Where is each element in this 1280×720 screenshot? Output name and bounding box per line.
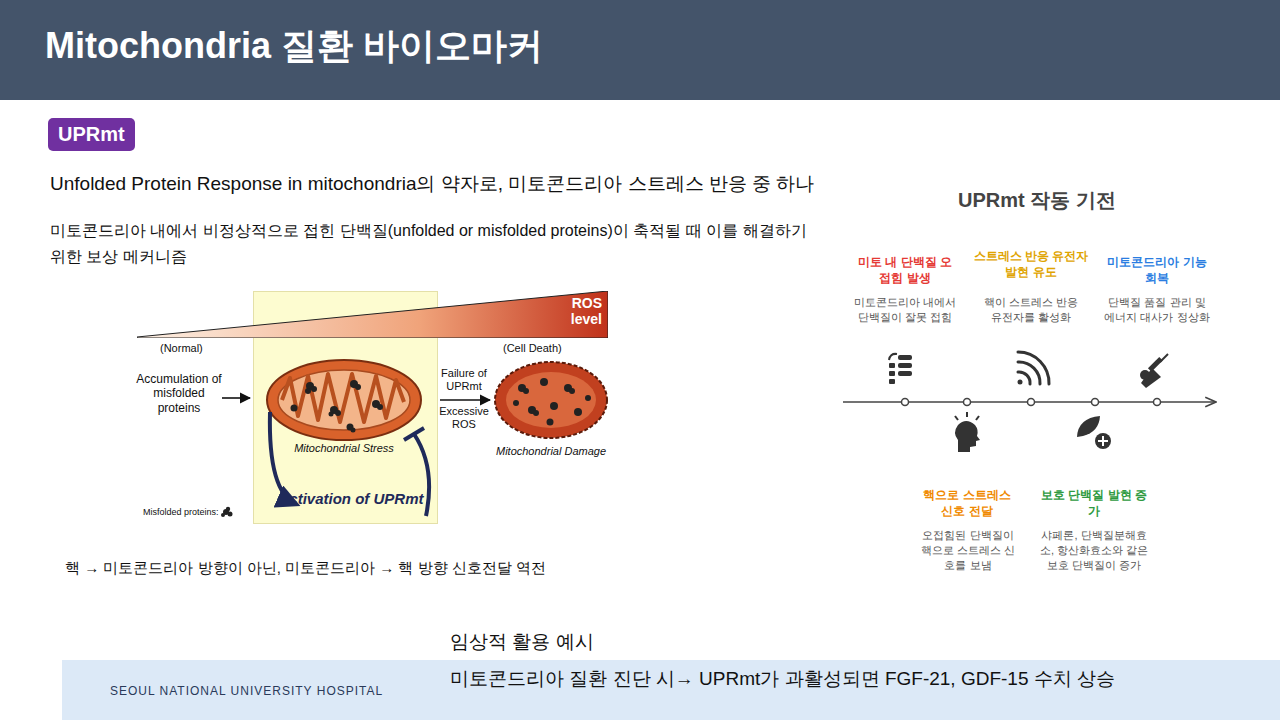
label-text: Excessive ROS (437, 405, 491, 430)
label-text: 오접힘된 단백질이 핵으로 스트레스 신호를 보냄 (918, 528, 1018, 573)
node-text: Mitochondrial Damage (486, 444, 616, 459)
label-text: 샤페론, 단백질분해효소, 항산화효소와 같은 보호 단백질이 증가 (1038, 528, 1150, 573)
label-text: 핵으로 스트레스 신호 전달 (917, 488, 1017, 519)
node-text: UPRmt (58, 123, 125, 146)
node-text: Activation of UPRmt (276, 489, 426, 509)
label-text: 임상적 활용 예시 (450, 629, 594, 655)
slide-title: Mitochondria 질환 바이오마커 (45, 22, 543, 71)
connector-arrow (440, 399, 490, 401)
label-text: 스트레스 반응 유전자 발현 유도 (971, 249, 1091, 280)
damaged-mitochondrion (492, 358, 610, 442)
label-text: Failure of UPRmt (437, 367, 491, 392)
label-text: 미토콘드리아 기능 회복 (1100, 255, 1214, 286)
footer-band: SEOUL NATIONAL UNIVERSITY HOSPITAL 미토콘드리아… (62, 660, 1280, 720)
label-text: 미토 내 단백질 오접힘 발생 (855, 255, 955, 286)
label-text: Accumulation of misfolded proteins (136, 372, 222, 415)
ros-wedge (137, 291, 608, 338)
label-text: Unfolded Protein Response in mitochondri… (50, 171, 814, 197)
label-text: 핵이 스트레스 반응 유전자를 활성화 (978, 295, 1084, 325)
label-text: 보호 단백질 발현 증가 (1040, 488, 1148, 519)
label-text: 미토콘드리아 내에서 단백질이 잘못 접힘 (852, 295, 958, 325)
damage-node: Mitochondrial Damage (492, 358, 620, 462)
node-text: SEOUL NATIONAL UNIVERSITY HOSPITAL (110, 683, 383, 699)
label-text: UPRmt 작동 기전 (958, 187, 1116, 214)
ros-wedge: ROS level (137, 291, 608, 338)
label-text: (Cell Death) (503, 341, 562, 356)
label-text: 핵 → 미토콘드리아 방향이 아닌, 미토콘드리아 → 핵 방향 신호전달 역전 (65, 558, 546, 578)
label-text: Misfolded proteins: (143, 506, 219, 518)
node-text: ROS level (542, 295, 602, 327)
label-text: 미토콘드리아 내에서 비정상적으로 접힌 단백질(unfolded or mis… (50, 218, 820, 270)
label-text: (Normal) (160, 341, 203, 356)
node-text: Mitochondrial Stress (254, 441, 434, 456)
tag-box: UPRmt (48, 118, 135, 151)
node-text: 미토콘드리아 질환 진단 시→ UPRmt가 과활성되면 FGF-21, GDF… (450, 666, 1115, 692)
label-text: 단백질 품질 관리 및 에너지 대사가 정상화 (1104, 295, 1210, 325)
